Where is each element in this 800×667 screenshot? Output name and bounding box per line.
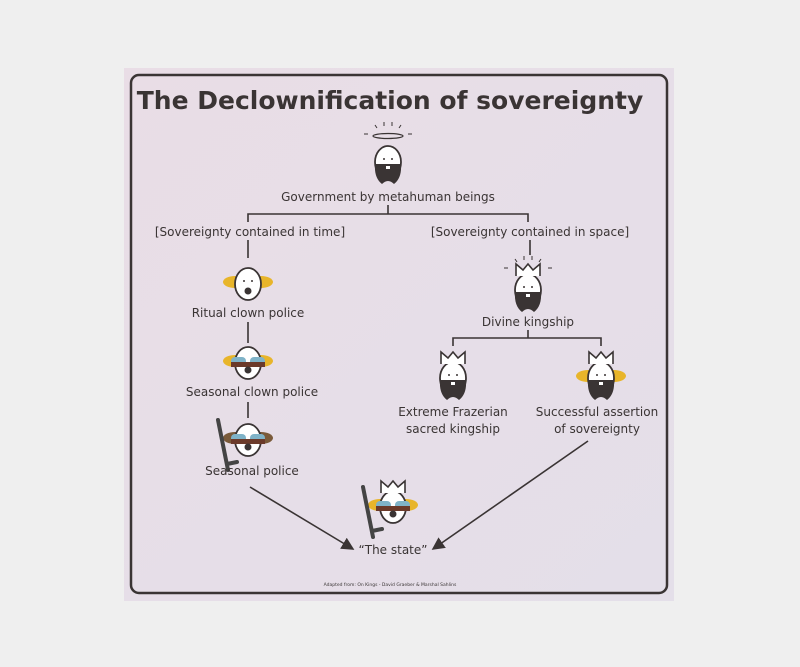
ritual-clown-icon bbox=[223, 267, 273, 301]
node-contained-in-space: [Sovereignty contained in space] bbox=[431, 225, 629, 239]
page-title: The Declownification of sovereignty bbox=[137, 86, 644, 115]
node-assertion-line2: of sovereignty bbox=[554, 422, 640, 436]
connectors bbox=[247, 205, 602, 550]
node-ritual-clown-police: Ritual clown police bbox=[192, 306, 305, 320]
footer-credit: Adapted from: On Kings - David Graeber &… bbox=[324, 582, 457, 588]
node-government-metahuman: Government by metahuman beings bbox=[281, 190, 495, 204]
frazerian-king-icon bbox=[439, 350, 467, 400]
metahuman-being-icon bbox=[364, 122, 412, 184]
node-frazerian-line2: sacred kingship bbox=[406, 422, 500, 436]
node-seasonal-police: Seasonal police bbox=[205, 464, 299, 478]
node-divine-kingship: Divine kingship bbox=[482, 315, 574, 329]
state-icon bbox=[361, 479, 418, 539]
node-assertion-line1: Successful assertion bbox=[536, 405, 658, 419]
divine-king-icon bbox=[504, 256, 552, 312]
node-frazerian-line1: Extreme Frazerian bbox=[398, 405, 508, 419]
node-the-state: “The state” bbox=[359, 543, 428, 557]
seasonal-clown-icon bbox=[223, 346, 273, 380]
poster-border bbox=[129, 73, 669, 595]
sovereign-king-icon bbox=[576, 350, 626, 400]
seasonal-police-icon bbox=[216, 418, 273, 472]
node-contained-in-time: [Sovereignty contained in time] bbox=[155, 225, 345, 239]
node-seasonal-clown-police: Seasonal clown police bbox=[186, 385, 318, 399]
